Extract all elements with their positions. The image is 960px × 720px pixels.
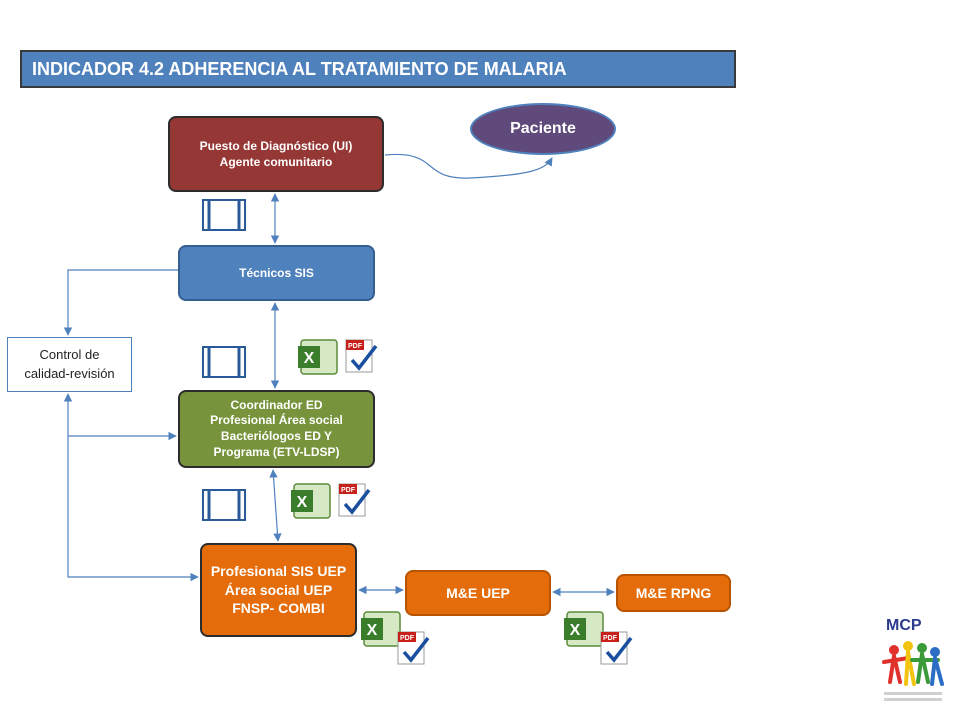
excel-icon: X [298, 339, 338, 375]
node-control-calidad: Control de calidad-revisión [7, 337, 132, 392]
book-icon [202, 489, 246, 521]
node-coordinador-ed: Coordinador ED Profesional Área social B… [178, 390, 375, 468]
node-control-line-2: calidad-revisión [24, 365, 115, 381]
node-prof-line-2: Área social UEP [224, 581, 333, 598]
excel-pdf-group: X [297, 334, 385, 385]
svg-text:X: X [304, 350, 315, 367]
book-icon [202, 346, 246, 378]
node-prof-line-1: Profesional SIS UEP [210, 562, 347, 579]
node-me-uep: M&E UEP [405, 570, 551, 616]
book-icon [202, 199, 246, 231]
pdf-icon: PDF [345, 339, 378, 373]
node-puesto-line-2: Agente comunitario [219, 155, 333, 169]
excel-icon: X [564, 611, 604, 647]
node-profesional-sis-uep: Profesional SIS UEP Área social UEP FNSP… [200, 543, 357, 637]
page-title: INDICADOR 4.2 ADHERENCIA AL TRATAMIENTO … [20, 50, 736, 88]
connector-tecnicos-control [63, 269, 178, 336]
svg-text:X: X [570, 622, 581, 639]
mcp-logo: MCP [882, 617, 944, 701]
svg-text:X: X [297, 494, 308, 511]
connector-control-profesional [63, 393, 199, 582]
excel-icon: X [291, 483, 331, 519]
node-coord-line-4: Programa (ETV-LDSP) [213, 444, 340, 459]
node-puesto-diagnostico: Puesto de Diagnóstico (UI) Agente comuni… [168, 116, 384, 192]
svg-text:PDF: PDF [341, 487, 356, 494]
svg-text:MCP: MCP [886, 617, 922, 634]
node-control-line-1: Control de [39, 347, 100, 363]
svg-text:PDF: PDF [603, 635, 618, 642]
pdf-icon: PDF [338, 483, 371, 517]
pdf-icon: PDF [397, 631, 430, 665]
node-prof-line-3: FNSP- COMBI [232, 600, 325, 617]
connector-puesto-paciente [384, 153, 553, 179]
node-coord-line-2: Profesional Área social [210, 413, 343, 428]
svg-text:PDF: PDF [348, 343, 363, 350]
svg-text:X: X [367, 622, 378, 639]
node-coord-line-1: Coordinador ED [230, 397, 323, 412]
connector-coordinador-profesional [269, 469, 282, 542]
excel-icon: X [361, 611, 401, 647]
pdf-icon: PDF [600, 631, 633, 665]
node-me-rpng: M&E RPNG [616, 574, 731, 612]
node-coord-line-3: Bacteriólogos ED Y [220, 429, 333, 443]
svg-text:PDF: PDF [400, 635, 415, 642]
node-paciente: Paciente [470, 103, 616, 155]
node-puesto-line-1: Puesto de Diagnóstico (UI) [199, 138, 353, 153]
node-tecnicos-sis: Técnicos SIS [178, 245, 375, 301]
